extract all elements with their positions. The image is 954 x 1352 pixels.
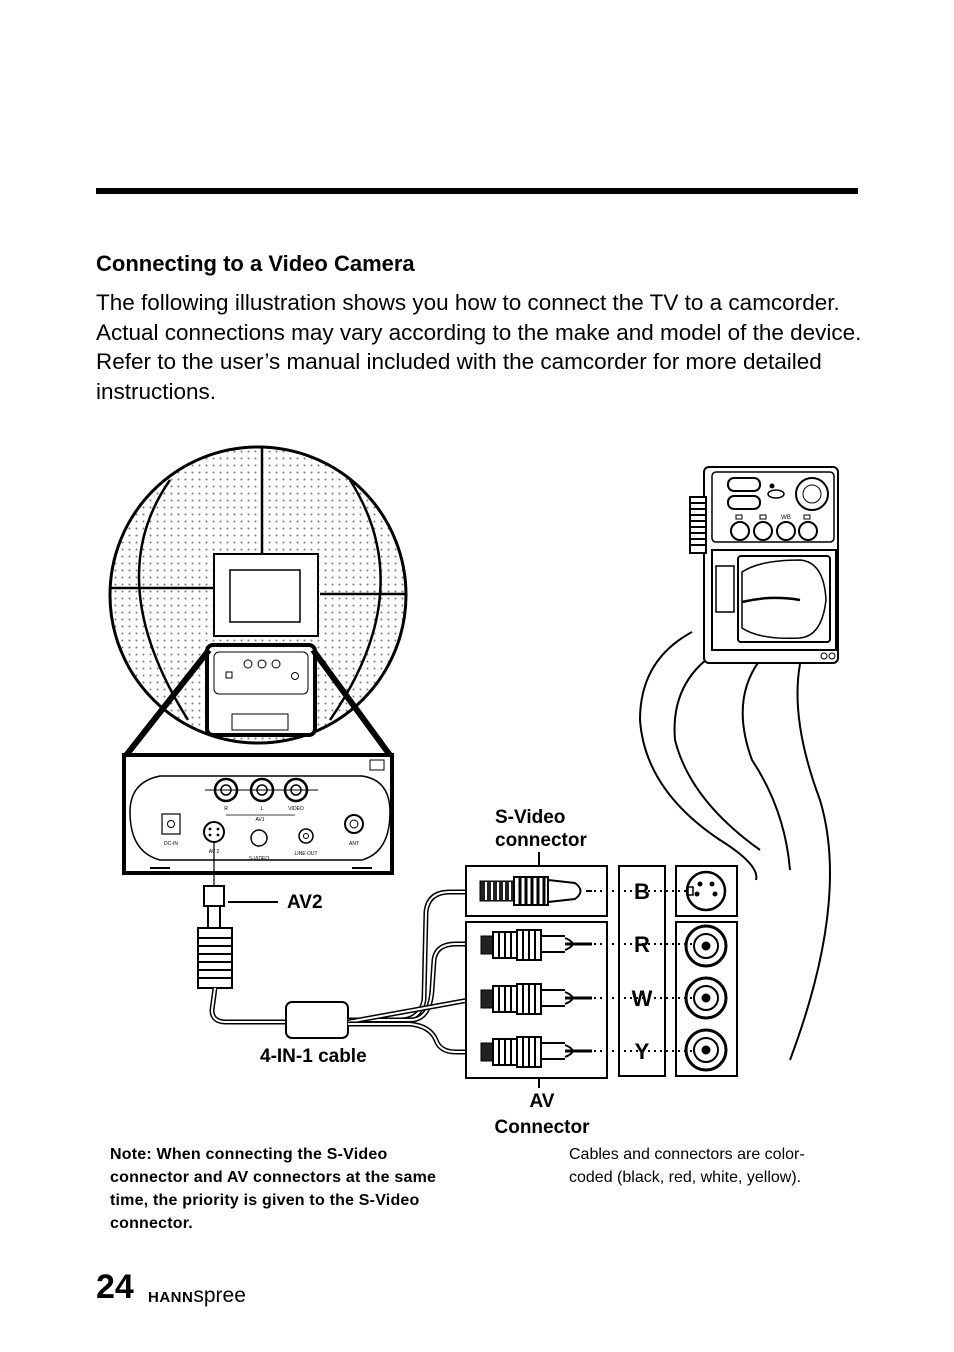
panel-label-l: L (261, 806, 264, 812)
panel-label-dc-in: DC-IN (164, 841, 178, 847)
panel-label-video: VIDEO (288, 806, 304, 812)
camcorder-wb-label: WB (781, 515, 791, 521)
tv-illustration (108, 445, 408, 760)
svideo-plug-box (465, 852, 608, 917)
page-number: 24 (96, 1268, 134, 1306)
camcorder-illustration: WB (689, 466, 839, 664)
brand-bold: HANN (148, 1289, 194, 1306)
header-rule (96, 188, 858, 194)
brand-light: spree (193, 1284, 246, 1307)
priority-note: Note: When connecting the S-Video connec… (110, 1146, 437, 1232)
color-code-w: W (631, 986, 653, 1011)
dotted-connections (594, 890, 694, 1052)
svideo-connector-label: S-Video connector (495, 806, 587, 852)
camcorder-jacks-box (675, 865, 738, 1077)
panel-label-av1: AV1 (255, 817, 264, 823)
section-title: Connecting to a Video Camera (96, 251, 415, 276)
color-code-box (618, 865, 666, 1077)
color-caption: Cables and connectors are color-coded (b… (569, 1146, 805, 1186)
av-connector-label: AV Connector (490, 1089, 594, 1141)
panel-label-ant: ANT (349, 841, 359, 847)
color-code-r: R (634, 932, 650, 957)
intro-paragraph: The following illustration shows you how… (96, 290, 862, 404)
panel-label-r: R (224, 806, 228, 812)
svideo-label-line2: connector (495, 830, 587, 851)
cable-label: 4-IN-1 cable (260, 1046, 367, 1067)
panel-label-line-out: LINE OUT (294, 851, 317, 857)
svideo-label-line1: S-Video (495, 807, 566, 828)
camcorder-cable-swoosh (638, 631, 831, 1061)
av-plugs-box (465, 921, 608, 1088)
brand-logo: HANNspree (148, 1284, 246, 1308)
av-connector-line1: AV (529, 1091, 555, 1112)
color-code-y: Y (634, 1039, 650, 1064)
tv-rear-panel: R L VIDEO AV1 DC-IN AV 2 S-VIDEO LINE OU… (122, 753, 394, 875)
panel-label-svideo: S-VIDEO (249, 856, 270, 862)
av2-label: AV2 (287, 892, 323, 913)
av-connector-line2: Connector (494, 1117, 590, 1138)
four-in-one-cable (197, 842, 481, 1055)
color-code-b: B (634, 879, 650, 904)
